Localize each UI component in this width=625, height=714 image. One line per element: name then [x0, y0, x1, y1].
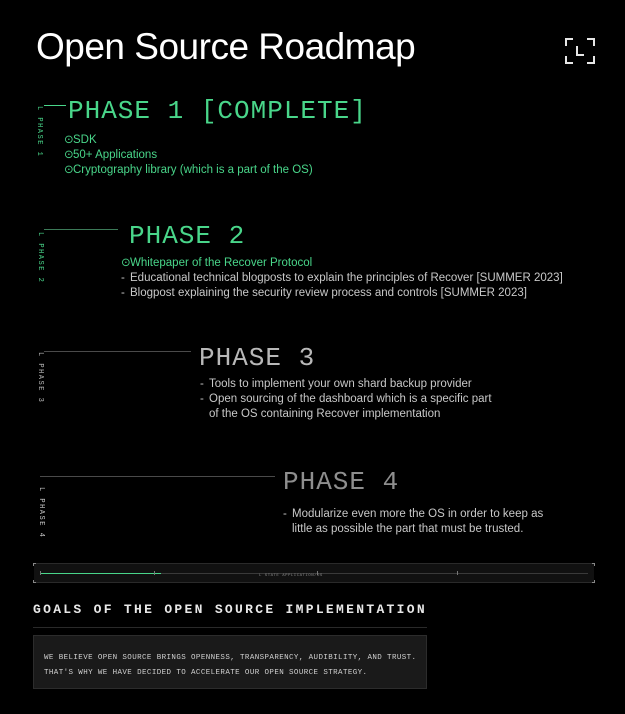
phase-3-title: PHASE 3 — [199, 343, 316, 373]
list-item: -Open sourcing of the dashboard which is… — [200, 393, 492, 405]
phase-4-side-label: L PHASE 4 — [37, 487, 45, 539]
progress-track — [40, 573, 588, 574]
phase-2-title: PHASE 2 — [129, 221, 246, 251]
phase-4-items: -Modularize even more the OS in order to… — [283, 507, 543, 537]
phase-2-connector — [44, 229, 118, 230]
goals-statement: WE BELIEVE OPEN SOURCE BRINGS OPENNESS, … — [33, 635, 427, 689]
expand-icon[interactable] — [565, 38, 595, 64]
phase-3-items: -Tools to implement your own shard backu… — [200, 377, 492, 422]
progress-tick — [317, 571, 318, 575]
corner-mark — [592, 580, 595, 583]
list-item: ⊙50+ Applications — [64, 149, 158, 161]
phase-3-connector — [44, 351, 191, 352]
phase-1-title: PHASE 1 [COMPLETE] — [68, 96, 367, 126]
list-item: -Modularize even more the OS in order to… — [283, 508, 544, 520]
goals-title: GOALS OF THE OPEN SOURCE IMPLEMENTATION — [33, 602, 427, 617]
corner-mark — [33, 563, 36, 566]
progress-tick — [457, 571, 458, 575]
progress-bar: L STATE APPLICATION/OS — [33, 563, 595, 583]
divider — [33, 627, 427, 628]
phase-2-items: ⊙Whitepaper of the Recover Protocol -Edu… — [121, 256, 563, 301]
goals-line-2: THAT'S WHY WE HAVE DECIDED TO ACCELERATE… — [44, 669, 368, 677]
list-item: ⊙Whitepaper of the Recover Protocol — [121, 257, 313, 269]
list-item: -Educational technical blogposts to expl… — [121, 272, 563, 284]
list-item: -Tools to implement your own shard backu… — [200, 378, 472, 390]
list-item: -Blogpost explaining the security review… — [121, 287, 527, 299]
page-title: Open Source Roadmap — [36, 26, 416, 67]
list-item: ⊙Cryptography library (which is a part o… — [64, 164, 313, 176]
phase-2-side-label: L PHASE 2 — [36, 232, 44, 284]
list-item: little as possible the part that must be… — [292, 523, 524, 535]
phase-1-side-label: L PHASE 1 — [35, 106, 43, 158]
progress-tick — [154, 571, 155, 575]
corner-mark — [592, 563, 595, 566]
phase-1-items: ⊙SDK ⊙50+ Applications ⊙Cryptography lib… — [64, 133, 313, 178]
goals-line-1: WE BELIEVE OPEN SOURCE BRINGS OPENNESS, … — [44, 654, 417, 662]
list-item: ⊙SDK — [64, 134, 97, 146]
progress-tick — [40, 571, 41, 575]
progress-label: L STATE APPLICATION/OS — [259, 574, 323, 578]
list-item: of the OS containing Recover implementat… — [209, 408, 441, 420]
phase-4-connector — [40, 476, 275, 477]
phase-4-title: PHASE 4 — [283, 467, 400, 497]
progress-fill — [40, 573, 161, 574]
corner-mark — [33, 580, 36, 583]
phase-3-side-label: L PHASE 3 — [36, 352, 44, 404]
phase-1-connector — [44, 105, 66, 106]
